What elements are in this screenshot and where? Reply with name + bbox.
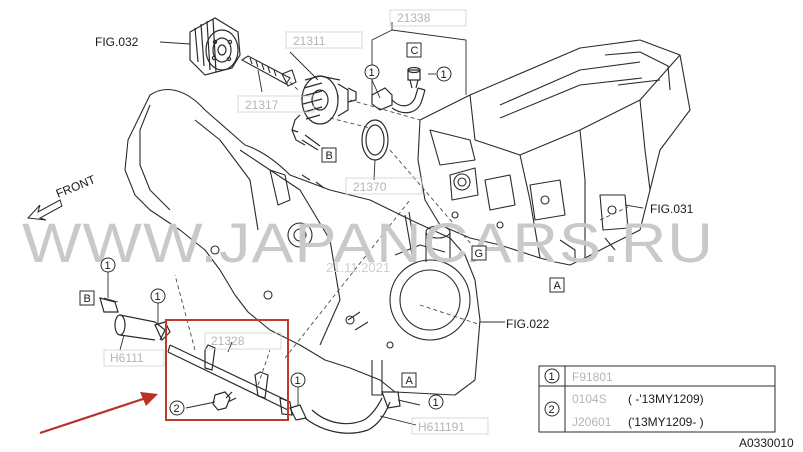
- svg-text:F91801: F91801: [572, 370, 613, 384]
- gasket-21370: [361, 119, 389, 161]
- hose-h6111: [99, 297, 171, 342]
- label-21338: 21338: [397, 11, 431, 25]
- label-21328: 21328: [211, 334, 245, 348]
- label-box-21317: [237, 95, 315, 113]
- svg-text:1: 1: [441, 69, 447, 81]
- label-box-21328: [204, 332, 282, 350]
- svg-text:A: A: [554, 280, 562, 292]
- label-h611191: H611191: [418, 420, 465, 434]
- dashed-reference-lines: [174, 81, 629, 386]
- watermark-text: WWW.JAPANCARS.RU: [22, 211, 714, 274]
- callout-box-a: A: [549, 277, 565, 293]
- front-label: FRONT: [54, 172, 98, 201]
- callout-circle-1: 1: [428, 394, 444, 410]
- svg-text:1: 1: [433, 397, 439, 409]
- highlight-arrow: [39, 392, 158, 435]
- svg-text:B: B: [326, 150, 333, 162]
- callout-box-b: B: [79, 290, 95, 306]
- svg-text:1: 1: [155, 291, 161, 303]
- label-fig031: FIG.031: [650, 202, 694, 216]
- callout-circle-1: 1: [364, 64, 380, 80]
- label-box-h611191: [411, 417, 489, 435]
- label-box-21370: [345, 177, 423, 195]
- callout-circle-1: 1: [436, 66, 452, 82]
- svg-text:B: B: [84, 293, 91, 305]
- callout-circle-1: 1: [150, 288, 166, 304]
- svg-text:J20601: J20601: [572, 415, 612, 429]
- engine-block-outline: [124, 89, 481, 396]
- label-box-h6111: [103, 349, 165, 367]
- label-box-21311: [285, 31, 363, 49]
- callout-circle-2: 2: [169, 400, 185, 416]
- label-21317: 21317: [245, 98, 279, 112]
- oil-filter: [189, 17, 241, 76]
- leader-lines: [103, 22, 644, 426]
- svg-text:1: 1: [549, 371, 555, 383]
- front-arrow-icon: [26, 199, 63, 221]
- label-fig032: FIG.032: [95, 35, 139, 49]
- label-21370: 21370: [353, 180, 387, 194]
- label-h6111: H6111: [110, 351, 144, 365]
- label-fig022: FIG.022: [506, 317, 550, 331]
- legend-row-1: 1 F91801: [544, 368, 613, 384]
- drawing-id: A0330010: [739, 436, 794, 450]
- callout-box-b: B: [321, 147, 337, 163]
- callout-circle-1: 1: [100, 257, 116, 273]
- svg-text:0104S: 0104S: [572, 392, 607, 406]
- svg-text:1: 1: [295, 375, 301, 387]
- callout-box-c: C: [406, 42, 422, 58]
- highlight-box: [165, 319, 289, 421]
- oil-pipe-21328: [167, 344, 293, 416]
- cylinder-block-outline: [417, 39, 691, 266]
- oil-cooler-21311: [291, 75, 357, 151]
- svg-text:1: 1: [369, 67, 375, 79]
- svg-text:A: A: [406, 375, 414, 387]
- callout-box-a: A: [401, 372, 417, 388]
- svg-text:1: 1: [105, 260, 111, 272]
- callout-box-g: G: [471, 245, 487, 261]
- svg-text:2: 2: [174, 403, 180, 415]
- legend-table: 1 F91801 2 0104S ( -'13MY1209) J20601 ('…: [538, 365, 776, 433]
- svg-text:( -'13MY1209): ( -'13MY1209): [628, 392, 704, 406]
- svg-text:G: G: [475, 248, 484, 260]
- stud-21317: [240, 55, 297, 87]
- callout-circle-1: 1: [290, 372, 306, 388]
- label-box-21338: [389, 9, 467, 27]
- watermark-date: 21.11.2021: [326, 260, 390, 275]
- svg-text:2: 2: [549, 404, 555, 416]
- hose-21338: [371, 66, 426, 114]
- label-21311: 21311: [293, 34, 326, 48]
- svg-text:C: C: [411, 45, 419, 57]
- hose-h611191: [289, 391, 401, 434]
- svg-text:('13MY1209- ): ('13MY1209- ): [628, 415, 704, 429]
- legend-row-2: 2 0104S ( -'13MY1209) J20601 ('13MY1209-…: [544, 392, 704, 429]
